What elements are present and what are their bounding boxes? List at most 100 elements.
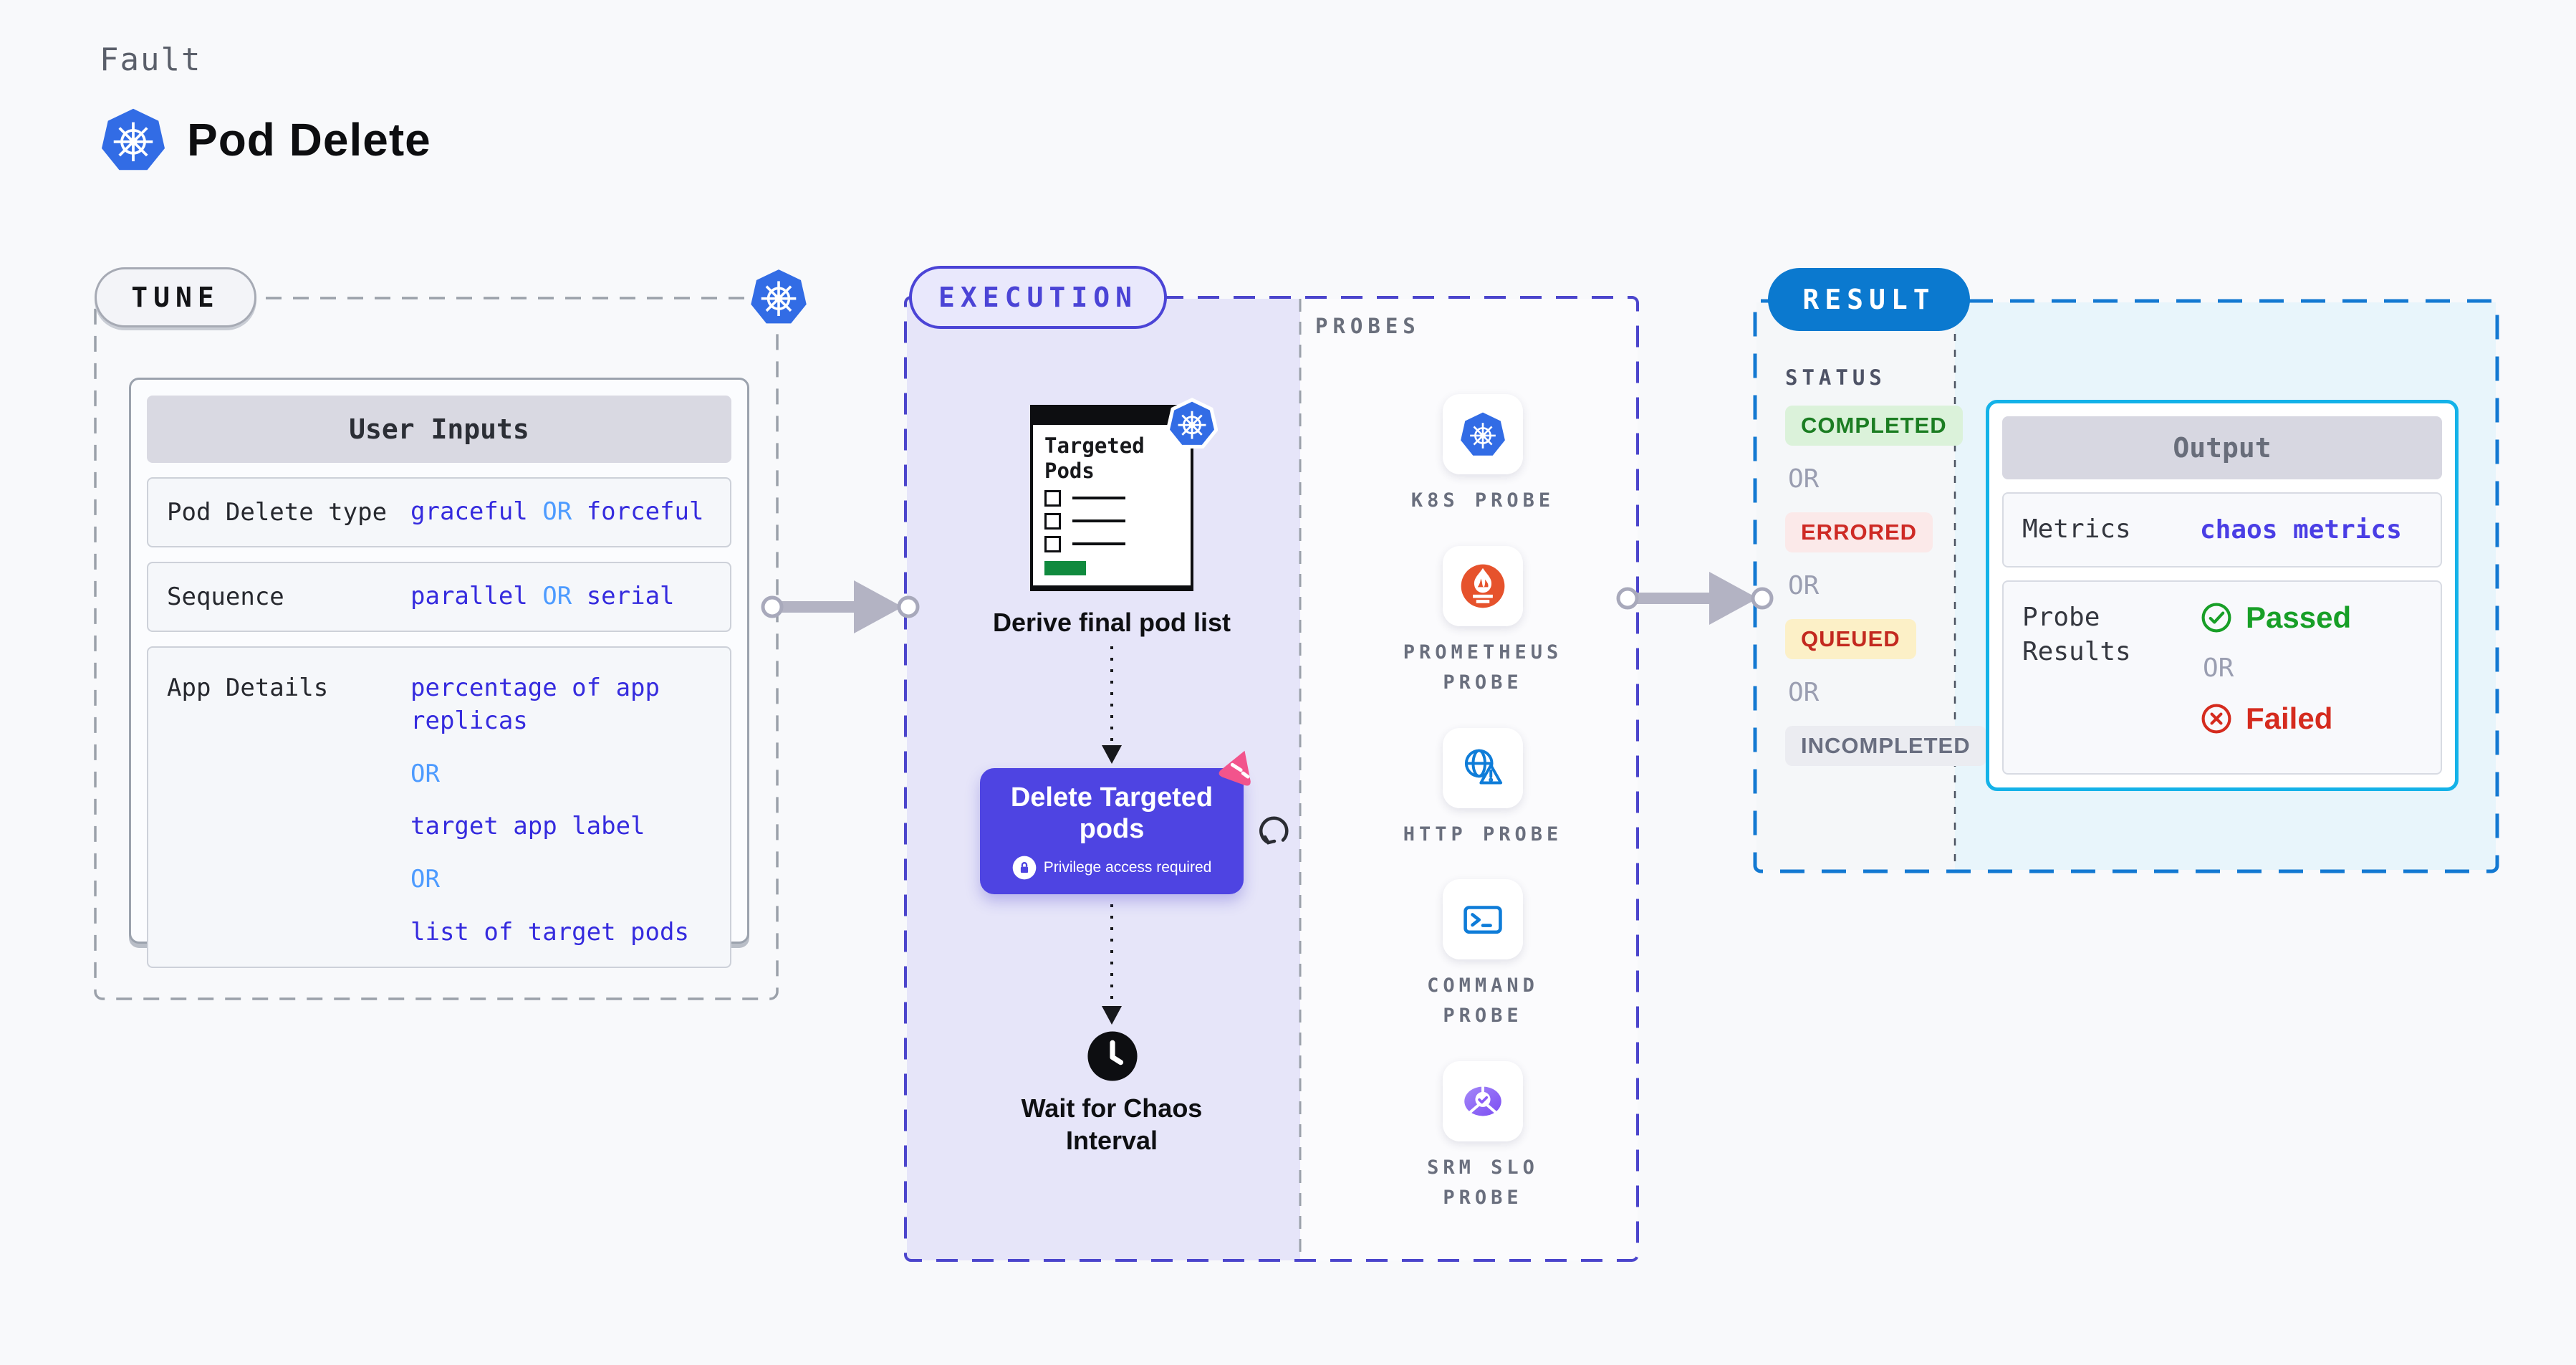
row-label: Pod Delete type xyxy=(167,497,388,527)
list-item-srm-slo-probe: SRM SLO PROBE xyxy=(1393,1061,1572,1213)
status-fill xyxy=(1756,302,1955,870)
widget-title-bar xyxy=(1033,408,1191,425)
privilege-badge: Privilege access required xyxy=(1012,856,1212,880)
value-option: graceful xyxy=(410,497,528,526)
result-dashed-frame xyxy=(1753,299,2499,873)
list-line xyxy=(1072,497,1125,500)
list-item-k8s-probe: K8S PROBE xyxy=(1411,394,1554,516)
list-line xyxy=(1072,519,1125,523)
value-option: target app label xyxy=(410,812,645,841)
fault-eyebrow: Fault xyxy=(100,42,202,78)
connector-derive-to-delete xyxy=(1102,646,1122,764)
value-option: forceful xyxy=(586,497,704,526)
or-separator: OR xyxy=(1788,571,1820,600)
row-value: graceful OR forceful xyxy=(410,496,703,529)
status-column-title: STATUS xyxy=(1785,365,1886,390)
tune-dashed-frame xyxy=(94,297,779,1000)
kubernetes-probe-icon xyxy=(1443,394,1523,474)
checkbox-icon xyxy=(1044,512,1061,530)
list-item-prometheus-probe: PROMETHEUS PROBE xyxy=(1393,545,1572,698)
wait-chaos-interval-caption: Wait for Chaos Interval xyxy=(1021,1093,1203,1155)
delete-targeted-pods-step: Delete Targeted pods Privilege access re… xyxy=(980,768,1244,894)
x-circle-icon xyxy=(2201,704,2231,734)
result-section-label: RESULT xyxy=(1768,268,1970,331)
probe-label: PROMETHEUS PROBE xyxy=(1403,641,1563,694)
table-row-metrics: Metrics chaos metrics xyxy=(2002,492,2442,567)
kubernetes-icon xyxy=(1166,398,1219,449)
widget-body: Targeted Pods xyxy=(1033,425,1191,585)
failed-result: Failed xyxy=(2200,701,2351,736)
privilege-badge-text: Privilege access required xyxy=(1043,858,1212,876)
http-probe-icon xyxy=(1443,727,1523,808)
table-row-pod-delete-type: Pod Delete type graceful OR forceful xyxy=(147,477,731,547)
probe-label: K8S PROBE xyxy=(1410,489,1555,512)
value-option: serial xyxy=(586,581,675,610)
list-line xyxy=(1072,542,1125,546)
metrics-value: chaos metrics xyxy=(2200,514,2402,545)
command-probe-icon xyxy=(1443,879,1523,960)
connector-delete-to-wait xyxy=(1102,904,1122,1025)
progress-bar xyxy=(1044,560,1086,575)
prometheus-probe-icon xyxy=(1443,545,1523,626)
output-panel: Output Metrics chaos metrics Probe Resul… xyxy=(1986,400,2459,791)
value-option: list of target pods xyxy=(410,918,689,947)
probe-label: COMMAND PROBE xyxy=(1427,974,1539,1028)
status-badge: INCOMPLETED xyxy=(1785,726,1986,766)
or-separator: OR xyxy=(1788,464,1820,494)
status-badge: COMPLETED xyxy=(1785,406,1963,446)
row-label: Metrics xyxy=(2022,514,2131,544)
chaos-pink-icon xyxy=(1216,745,1261,790)
table-row-app-details: App Details percentage of app replicas O… xyxy=(147,646,731,969)
check-circle-icon xyxy=(2201,603,2231,633)
probes-list: K8S PROBE PROMETHEUS PROBE HTTP PROBE CO… xyxy=(1338,394,1628,1213)
status-badge: QUEUED xyxy=(1785,619,1916,659)
checkbox-icon xyxy=(1044,535,1061,552)
execution-section-label: EXECUTION xyxy=(909,266,1167,329)
passed-result: Passed xyxy=(2200,600,2351,635)
tune-section-label: TUNE xyxy=(95,267,256,327)
output-header: Output xyxy=(2002,416,2442,479)
probe-results-values: Passed OR Failed xyxy=(2200,600,2351,736)
status-badge: ERRORED xyxy=(1785,512,1933,552)
failed-label: Failed xyxy=(2246,701,2333,735)
value-option: parallel xyxy=(410,581,528,610)
arrow-tune-to-execution xyxy=(761,580,920,633)
or-separator: OR xyxy=(410,865,440,894)
row-label: Sequence xyxy=(167,582,284,611)
execution-dashed-frame xyxy=(904,296,1639,1262)
lock-icon xyxy=(1012,856,1037,880)
row-value: percentage of app replicas OR target app… xyxy=(410,672,711,949)
table-row-sequence: Sequence parallel OR serial xyxy=(147,561,731,632)
kubernetes-icon xyxy=(746,264,812,329)
row-label: Probe Results xyxy=(2022,602,2131,667)
table-row-probe-results: Probe Results Passed OR Failed xyxy=(2002,580,2442,775)
srm-slo-probe-icon xyxy=(1443,1061,1523,1142)
retry-loop-icon xyxy=(1256,814,1292,850)
checklist-item xyxy=(1044,489,1179,507)
probes-panel-title: PROBES xyxy=(1315,314,1421,338)
user-inputs-table: User Inputs Pod Delete type graceful OR … xyxy=(129,378,749,969)
derive-pod-list-caption: Derive final pod list xyxy=(992,608,1231,637)
or-separator: OR xyxy=(542,497,572,526)
checklist-item xyxy=(1044,535,1179,552)
passed-label: Passed xyxy=(2246,600,2352,634)
row-value: parallel OR serial xyxy=(410,580,675,613)
or-separator: OR xyxy=(1788,678,1820,707)
status-list: COMPLETED OR ERRORED OR QUEUED OR INCOMP… xyxy=(1785,406,1986,766)
list-item-http-probe: HTTP PROBE xyxy=(1403,727,1563,850)
targeted-pods-title: Targeted Pods xyxy=(1044,434,1145,483)
value-option: percentage of app replicas xyxy=(410,673,660,735)
page-title: Pod Delete xyxy=(187,114,431,166)
or-separator: OR xyxy=(2203,653,2234,683)
checklist-item xyxy=(1044,512,1179,530)
clock-icon xyxy=(1087,1030,1138,1082)
checkbox-icon xyxy=(1044,489,1061,507)
or-separator: OR xyxy=(410,759,440,788)
step-title: Delete Targeted pods xyxy=(1010,782,1213,844)
row-label: App Details xyxy=(167,673,329,702)
kubernetes-icon xyxy=(100,106,167,173)
targeted-pods-widget: Targeted Pods xyxy=(1030,398,1219,591)
fault-title-row: Pod Delete xyxy=(100,106,431,173)
user-inputs-header: User Inputs xyxy=(147,396,731,463)
